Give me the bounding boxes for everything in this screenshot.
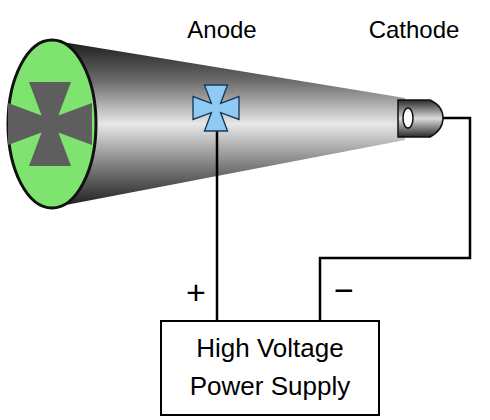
box-text: High Voltage Power Supply (174, 330, 366, 405)
anode-cross (193, 85, 239, 131)
cross-shadow (8, 82, 92, 166)
fluorescent-screen (8, 40, 96, 208)
anode-wire (216, 128, 219, 320)
cathode-electrode (403, 108, 413, 128)
cathode-wire (320, 118, 470, 320)
tube-body (50, 40, 405, 208)
negative-terminal-sign: − (334, 273, 354, 307)
power-supply-box: High Voltage Power Supply (160, 320, 380, 416)
cathode-neck (398, 100, 443, 137)
cathode-label: Cathode (369, 18, 460, 42)
positive-terminal-sign: + (186, 275, 206, 309)
anode-label: Anode (187, 18, 256, 42)
